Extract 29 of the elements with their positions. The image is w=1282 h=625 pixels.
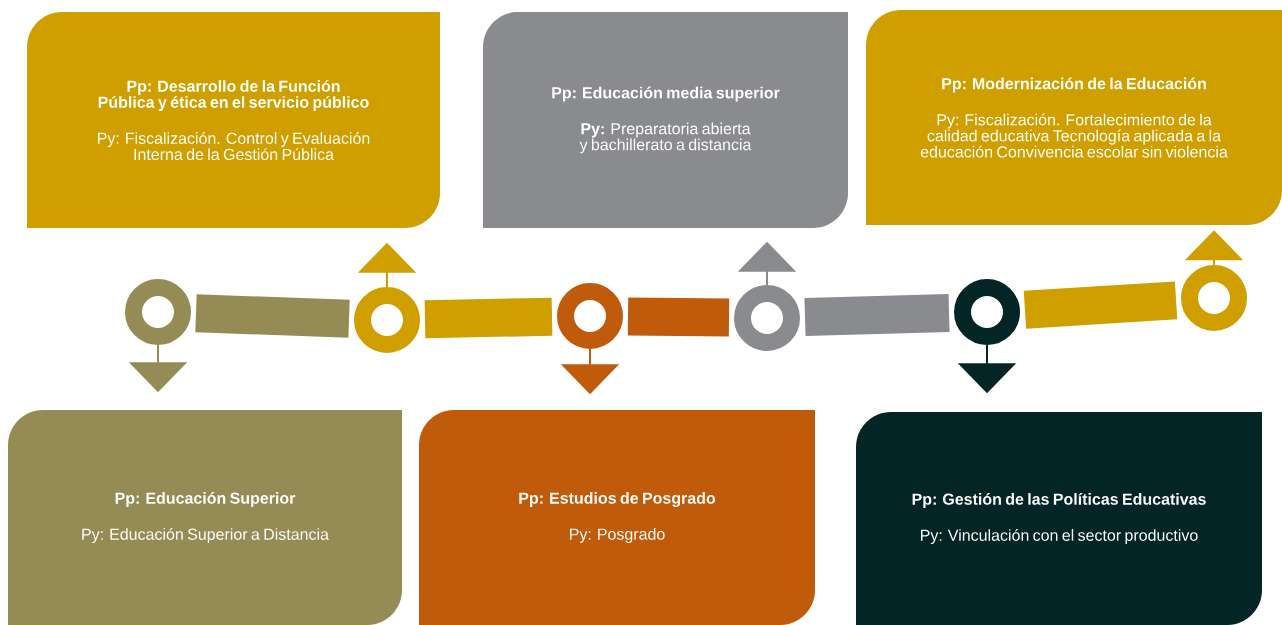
connector-bar (804, 294, 950, 336)
ring-marker (354, 287, 420, 353)
box-heading: Pp: Estudios de Posgrado (519, 492, 716, 508)
program-box (27, 12, 440, 228)
ring-marker (734, 285, 800, 351)
ring-marker (557, 283, 623, 349)
connector-bar (195, 294, 350, 338)
box-heading: Pp: Gestión de las Políticas Educativas (912, 492, 1206, 508)
ring-marker (1181, 265, 1247, 331)
connector-bar (1023, 281, 1178, 329)
box-heading: Pp: Desarrollo de la Función Pública y ética en el servicio público (98, 79, 369, 112)
ring-marker (954, 279, 1020, 345)
box-text: Py: Posgrado (570, 528, 665, 543)
box-text: Py: Vinculación con el sector productivo (921, 529, 1198, 545)
connector-bar (627, 297, 730, 337)
box-text: Py: Fiscalización. Control y Evaluación Interna de la Gestión Pública (98, 132, 370, 161)
box-heading: Pp: Educación Superior (115, 491, 296, 507)
box-heading: Pp: Modernización de la Educación (942, 77, 1206, 93)
box-text: Py: Preparatoria abierta y bachillerato a distancia (579, 122, 752, 154)
box-text: Py: Educación Superior a Distancia (82, 528, 329, 544)
program-box (419, 410, 815, 625)
program-box (8, 410, 402, 625)
program-box (856, 412, 1262, 625)
box-heading: Pp: Educación media superior (552, 86, 780, 102)
program-box (483, 12, 848, 228)
program-box (866, 10, 1282, 225)
box-text: Py: Fiscalización. Fortalecimiento de la calidad educativa Tecnología aplicada a la educación Convivencia escolar sin violencia (920, 113, 1228, 158)
connector-bar (424, 297, 553, 339)
ring-marker (125, 279, 191, 345)
